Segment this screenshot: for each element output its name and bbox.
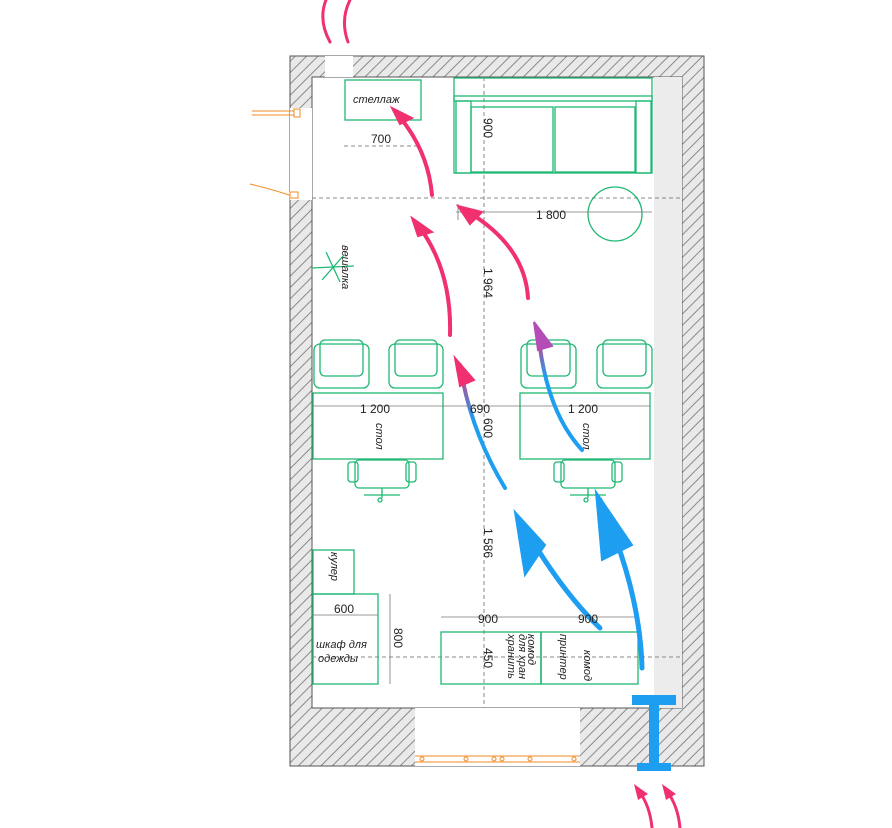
armchair-right-2 bbox=[596, 339, 653, 389]
dim-dresser-width: 900 bbox=[478, 612, 498, 626]
wall-inner-strip bbox=[654, 77, 682, 708]
coat-hanger-icon bbox=[311, 251, 355, 283]
dresser-right-label: комод bbox=[581, 650, 593, 681]
furniture-labels: стеллаж вешалка стол стол кулер шкаф для… bbox=[316, 94, 593, 681]
bottom-window-opening bbox=[415, 708, 580, 766]
table-left-label: стол bbox=[373, 423, 385, 450]
dresser-label-1: комод bbox=[525, 634, 537, 665]
wardrobe-label-2: одежды bbox=[318, 653, 358, 665]
doors bbox=[249, 108, 301, 199]
dim-aisle: 690 bbox=[470, 402, 490, 416]
dimension-labels: 700 900 1 800 1 964 1 200 690 1 200 600 … bbox=[334, 118, 598, 668]
printer-label: принтер bbox=[557, 634, 569, 680]
walls bbox=[289, 55, 705, 767]
coffee-table bbox=[587, 186, 643, 242]
dim-sofa-width: 1 800 bbox=[536, 208, 566, 222]
left-wall-opening-lower bbox=[290, 118, 312, 200]
air-flow-arrows bbox=[321, 0, 682, 828]
dim-table-depth: 600 bbox=[481, 418, 495, 438]
dim-sofa-depth: 900 bbox=[481, 118, 495, 138]
dim-dresser-depth: 450 bbox=[481, 648, 495, 668]
top-wall-opening bbox=[325, 56, 353, 77]
dim-wardrobe-width: 600 bbox=[334, 602, 354, 616]
wardrobe-label-1: шкаф для bbox=[316, 639, 367, 651]
office-chair-right bbox=[553, 459, 623, 503]
table-right-label: стол bbox=[580, 423, 592, 450]
desk-right bbox=[519, 392, 651, 460]
dim-passage-lower: 1 586 bbox=[481, 528, 495, 558]
shelf-label: стеллаж bbox=[353, 94, 400, 106]
window bbox=[415, 755, 580, 763]
warm-air-arrow bbox=[321, 0, 332, 44]
dresser-label-3: хранить bbox=[505, 633, 517, 679]
dresser-label-2: для хран bbox=[516, 634, 528, 679]
dim-table-left-width: 1 200 bbox=[360, 402, 390, 416]
warm-air-arrow bbox=[343, 0, 352, 44]
dim-shelf-width: 700 bbox=[371, 132, 391, 146]
radiator-icon bbox=[632, 695, 676, 771]
dim-wardrobe-depth: 800 bbox=[391, 628, 405, 648]
shelf bbox=[344, 79, 422, 121]
hanger-label: вешалка bbox=[339, 245, 351, 289]
office-chair-left bbox=[347, 459, 417, 503]
furniture bbox=[311, 77, 653, 685]
cooler-label: кулер bbox=[328, 552, 340, 581]
left-wall-opening-upper bbox=[290, 108, 312, 118]
dimension-lines bbox=[313, 204, 652, 684]
desk-left bbox=[312, 392, 444, 460]
armchair-left-2 bbox=[388, 339, 444, 389]
dim-passage-upper: 1 964 bbox=[481, 268, 495, 298]
wardrobe bbox=[312, 593, 379, 685]
armchair-left-1 bbox=[313, 339, 370, 389]
zone-lines bbox=[312, 77, 682, 708]
door-swing bbox=[249, 183, 293, 197]
sofa bbox=[453, 77, 653, 174]
dim-table-right-width: 1 200 bbox=[568, 402, 598, 416]
dim-printer-width: 900 bbox=[578, 612, 598, 626]
